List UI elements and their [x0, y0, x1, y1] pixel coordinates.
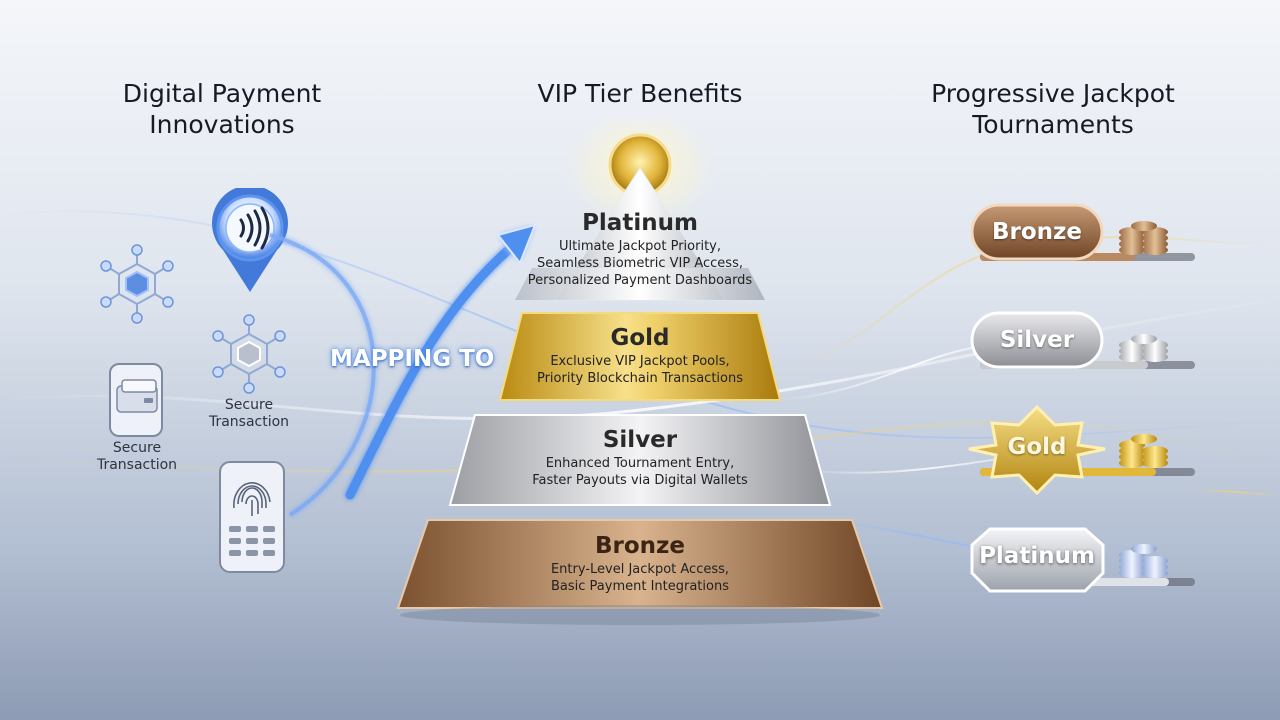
- gold-coin-stack: [1119, 434, 1168, 468]
- tier-gold-desc-2: Priority Blockchain Transactions: [536, 371, 744, 386]
- tier-gold-name: Gold: [610, 325, 670, 351]
- jackpot-badges: [968, 203, 1195, 593]
- right-title-line-2: Tournaments: [972, 110, 1134, 139]
- badge-silver-label: Silver: [999, 327, 1075, 353]
- tier-silver: Silver Enhanced Tournament Entry, Faster…: [480, 420, 800, 496]
- tier-silver-desc-2: Faster Payouts via Digital Wallets: [532, 473, 748, 488]
- platinum-coin-stack: [1119, 544, 1168, 578]
- tier-silver-desc: Enhanced Tournament Entry, Faster Payout…: [532, 455, 747, 489]
- tier-gold-desc: Exclusive VIP Jackpot Pools, Priority Bl…: [537, 353, 743, 387]
- tier-platinum-desc: Ultimate Jackpot Priority, Seamless Biom…: [528, 238, 752, 289]
- tier-bronze-desc-2: Basic Payment Integrations: [550, 579, 729, 594]
- badge-bronze-label: Bronze: [991, 219, 1083, 245]
- right-title-line-1: Progressive Jackpot: [931, 79, 1175, 108]
- center-column-title: VIP Tier Benefits: [480, 78, 800, 109]
- left-title-line-2: Innovations: [149, 110, 295, 139]
- tier-platinum-desc-1: Ultimate Jackpot Priority,: [558, 238, 721, 254]
- vip-pyramid: [396, 120, 884, 625]
- tier-platinum-name: Platinum: [582, 209, 698, 236]
- tier-bronze-desc-1: Entry-Level Jackpot Access,: [550, 562, 730, 577]
- secure-label-a-line-1: Secure: [224, 397, 274, 413]
- badge-gold-label: Gold: [1007, 434, 1067, 460]
- mobile-wallet-icon: [109, 363, 163, 437]
- tier-bronze: Bronze Entry-Level Jackpot Access, Basic…: [480, 526, 800, 602]
- nfc-pin-icon: [212, 188, 288, 292]
- mapping-arrow: [269, 223, 537, 517]
- tier-gold-desc-1: Exclusive VIP Jackpot Pools,: [550, 354, 730, 369]
- fingerprint-keypad-icon: [219, 461, 285, 573]
- center-title-text: VIP Tier Benefits: [537, 79, 743, 108]
- silver-coin-stack: [1119, 334, 1168, 362]
- secure-label-b-line-1: Secure: [112, 440, 162, 456]
- secure-transaction-label-a: Secure Transaction: [194, 397, 304, 431]
- tier-bronze-name: Bronze: [594, 533, 686, 559]
- secure-label-a-line-2: Transaction: [208, 414, 290, 430]
- right-column-title: Progressive Jackpot Tournaments: [893, 78, 1213, 140]
- left-title-line-1: Digital Payment: [122, 79, 322, 108]
- tier-platinum: Platinum Ultimate Jackpot Priority, Seam…: [500, 204, 780, 294]
- tier-bronze-desc: Entry-Level Jackpot Access, Basic Paymen…: [551, 561, 729, 595]
- secure-transaction-label-b: Secure Transaction: [82, 440, 192, 474]
- secure-label-b-line-2: Transaction: [96, 457, 178, 473]
- blockchain-network-icon: [212, 314, 286, 394]
- bronze-coin-stack: [1119, 221, 1168, 255]
- tier-silver-desc-1: Enhanced Tournament Entry,: [545, 456, 735, 471]
- blockchain-network-icon: [100, 244, 174, 324]
- tier-silver-name: Silver: [602, 427, 678, 453]
- badge-platinum-label: Platinum: [979, 543, 1095, 569]
- left-column-title: Digital Payment Innovations: [62, 78, 382, 140]
- tier-platinum-desc-3: Personalized Payment Dashboards: [527, 272, 753, 288]
- tier-platinum-desc-2: Seamless Biometric VIP Access,: [537, 255, 743, 271]
- mapping-label: MAPPING TO: [330, 346, 495, 372]
- tier-gold: Gold Exclusive VIP Jackpot Pools, Priori…: [500, 318, 780, 394]
